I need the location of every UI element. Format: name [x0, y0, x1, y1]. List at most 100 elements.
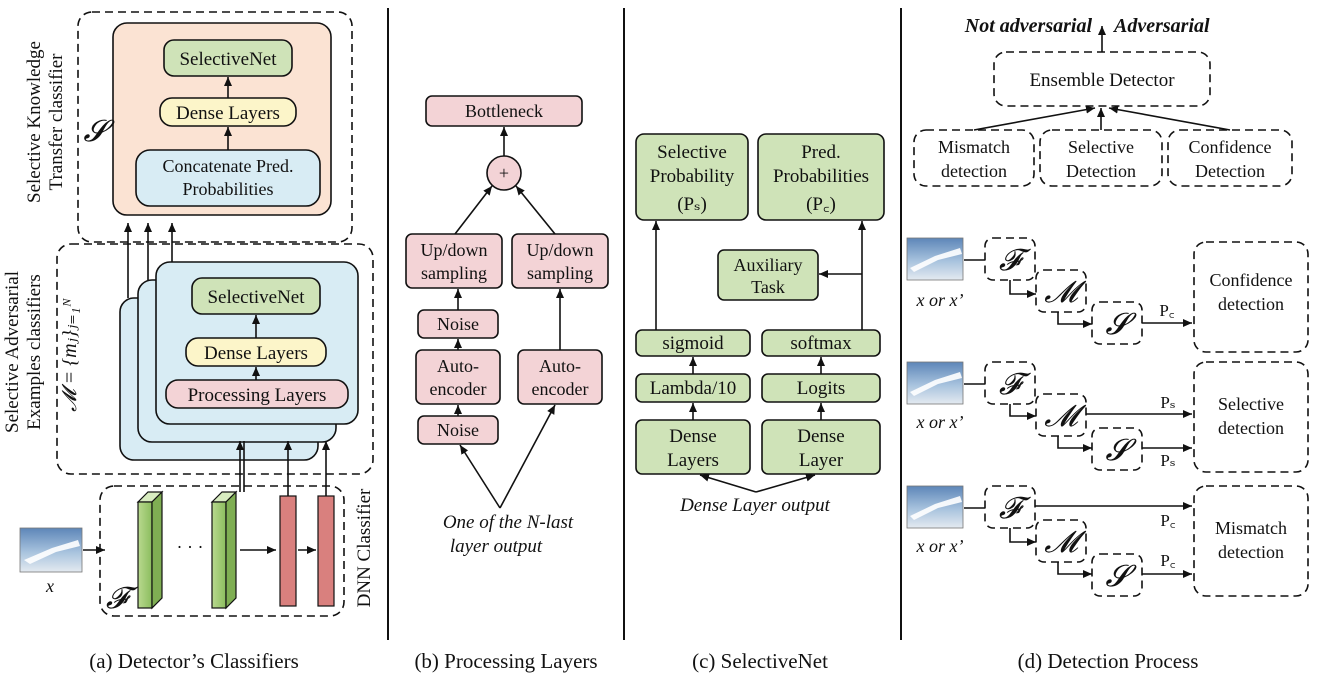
- row3-input-label: x or x’: [916, 536, 964, 556]
- s-concat-box: [135, 149, 321, 207]
- row2-ps-label-2: Pₛ: [1160, 451, 1175, 470]
- row3-output-line2: detection: [1218, 542, 1284, 562]
- s-selectivenet-box: [163, 39, 293, 77]
- b-input-line1: One of the N-last: [443, 512, 574, 533]
- row3-arrow-f-m: [1009, 528, 1036, 546]
- row1-output-box: [1193, 241, 1309, 353]
- arrow-confidence-to-ensemble: [1108, 105, 1231, 131]
- conv-layer-2: [211, 501, 227, 609]
- conv-layer-2-side: [225, 490, 237, 610]
- row3-f-box: [984, 485, 1036, 529]
- pred-prob-line3: (P꜀): [806, 194, 836, 215]
- softmax-box: [761, 329, 881, 357]
- logits-box: [761, 373, 881, 403]
- panel-d: Not adversarial Adversarial Ensemble Det…: [906, 15, 1309, 673]
- caption-d: (d) Detection Process: [1018, 649, 1199, 673]
- fc-layer-2: [317, 495, 335, 607]
- input-image-wing: [24, 540, 80, 564]
- noise-bottom-label: Noise: [437, 420, 479, 440]
- row1-f-box: [984, 237, 1036, 281]
- ensemble-label: Ensemble Detector: [1029, 70, 1175, 91]
- confidence-line1: Confidence: [1189, 137, 1272, 157]
- aux-line1: Auxiliary: [734, 255, 803, 275]
- caption-a: (a) Detector’s Classifiers: [89, 649, 299, 673]
- row1-input-label: x or x’: [916, 290, 964, 310]
- confidence-box: [1167, 129, 1293, 187]
- row3-image-wing: [910, 496, 962, 520]
- f-symbol: 𝓕: [106, 582, 139, 615]
- row2-arrow-m-s: [1057, 436, 1092, 452]
- row1-output-line2: detection: [1218, 294, 1284, 314]
- s-selectivenet-label: SelectiveNet: [179, 49, 277, 70]
- m-title-line2: Examples classifiers: [24, 274, 45, 430]
- softmax-label: softmax: [790, 333, 852, 354]
- sel-prob-line2: Probability: [650, 166, 735, 187]
- row3-output-line1: Mismatch: [1215, 518, 1287, 538]
- pred-prob-line1: Pred.: [801, 142, 841, 163]
- selective-box: [1039, 129, 1163, 187]
- noise-top-label: Noise: [437, 314, 479, 334]
- sigmoid-label: sigmoid: [662, 333, 724, 354]
- caption-c: (c) SelectiveNet: [692, 649, 828, 673]
- updown-right-line2: sampling: [527, 263, 593, 283]
- row2-output-line2: detection: [1218, 418, 1284, 438]
- dense-right-box: [761, 419, 881, 475]
- selective-line1: Selective: [1068, 137, 1134, 157]
- row-selective: x or x’ 𝓕 𝓜 Pₛ 𝓢 Pₛ Selective detection: [906, 361, 1309, 473]
- fc-layer-1: [279, 495, 297, 607]
- bottleneck-label: Bottleneck: [465, 101, 543, 121]
- row2-arrow-f-m: [1009, 404, 1036, 420]
- b-input-line2: layer output: [450, 536, 543, 557]
- s-title-line2: Transfer classifier: [46, 53, 67, 191]
- updown-left-line1: Up/down: [421, 240, 488, 260]
- arrow-right-to-plus: [515, 185, 556, 235]
- noise-bottom-box: [417, 415, 499, 445]
- pred-prob-box: [757, 133, 885, 221]
- arrow-input-to-dense-left: [699, 473, 757, 493]
- s-title-line1: Selective Knowledge: [24, 41, 45, 203]
- row3-arrow-m-s: [1057, 562, 1092, 578]
- arrow-input-to-noise: [459, 444, 501, 509]
- row1-pc-label: P꜀: [1159, 301, 1174, 320]
- row3-m-box: [1035, 519, 1087, 563]
- updown-right-line1: Up/down: [527, 240, 594, 260]
- s-dense-box: [159, 97, 297, 127]
- arrow-left-to-plus: [454, 185, 493, 235]
- sel-prob-line3: (Pₛ): [677, 194, 707, 215]
- row1-m-box: [1035, 269, 1087, 313]
- pred-prob-line2: Probabilities: [773, 166, 869, 187]
- row2-ps-label-1: Pₛ: [1160, 393, 1175, 412]
- ae-left-line1: Auto-: [437, 356, 479, 376]
- caption-b: (b) Processing Layers: [414, 649, 597, 673]
- arrow-mismatch-to-ensemble: [973, 105, 1096, 131]
- ae-left-line2: encoder: [430, 379, 487, 399]
- row3-pc-label-1: P꜀: [1160, 511, 1175, 530]
- row3-output-box: [1193, 485, 1309, 597]
- row2-input-label: x or x’: [916, 412, 964, 432]
- ae-left-box: [415, 349, 501, 405]
- m-dense-box: [185, 337, 327, 367]
- m-processing-label: Processing Layers: [188, 385, 327, 406]
- mismatch-box: [913, 129, 1035, 187]
- panel-a: Selective Knowledge Transfer classifier …: [2, 11, 375, 673]
- m-selectivenet-box: [191, 277, 321, 315]
- row2-output-box: [1193, 361, 1309, 473]
- m-title-line1: Selective Adversarial: [2, 271, 23, 433]
- row1-arrow-m-s: [1057, 312, 1092, 328]
- panel-b: Bottleneck + Up/down sampling Up/down sa…: [405, 95, 609, 673]
- row2-output-line1: Selective: [1218, 394, 1284, 414]
- row3-pc-label-2: P꜀: [1160, 551, 1175, 570]
- dense-right-line1: Dense: [797, 426, 844, 447]
- noise-top-box: [417, 309, 499, 339]
- plus-node: [486, 155, 522, 191]
- arrow-input-to-ae-right: [499, 404, 556, 509]
- mismatch-line1: Mismatch: [938, 137, 1010, 157]
- s-concat-line2: Probabilities: [183, 179, 274, 199]
- updown-left-box: [405, 233, 503, 289]
- confidence-line2: Detection: [1195, 161, 1265, 181]
- row2-image-wing: [910, 372, 962, 396]
- conv-dots: · · ·: [177, 537, 204, 557]
- logits-label: Logits: [797, 378, 846, 399]
- sigmoid-box: [635, 329, 751, 357]
- conv-layer-1: [137, 501, 153, 609]
